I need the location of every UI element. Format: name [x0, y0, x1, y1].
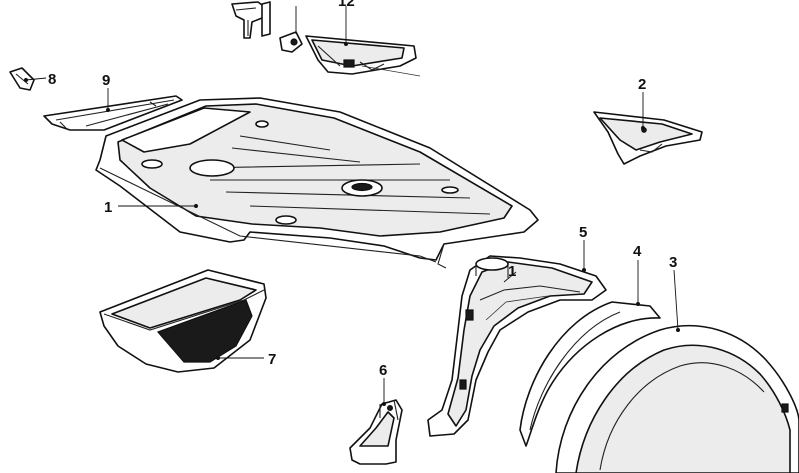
callout-12: 12	[338, 0, 355, 10]
floor-panel-1	[95, 97, 539, 269]
outer-arch-liner-3	[555, 324, 799, 473]
callout-5: 5	[579, 224, 587, 241]
callout-4: 4	[633, 243, 642, 260]
callout-8: 8	[48, 71, 56, 88]
inner-wheel-arch-5	[427, 255, 607, 437]
top-bracket-part	[231, 1, 271, 39]
leader-lines	[24, 6, 680, 406]
bracket-6	[349, 399, 403, 465]
tub-7	[99, 269, 267, 373]
callout-6: 6	[379, 362, 387, 379]
small-clip-part	[279, 31, 303, 53]
callout-3: 3	[669, 254, 677, 271]
panel-bracket-12	[305, 35, 421, 77]
small-clip-8	[9, 67, 35, 91]
bracket-2	[593, 111, 703, 165]
rail-9	[43, 95, 183, 131]
callout-2: 2	[638, 76, 646, 93]
callout-1-arch: 1	[508, 263, 516, 280]
callout-9: 9	[102, 72, 110, 89]
callout-1-floor: 1	[104, 199, 112, 216]
seal-strip-4	[519, 301, 661, 447]
callout-7: 7	[268, 351, 276, 368]
